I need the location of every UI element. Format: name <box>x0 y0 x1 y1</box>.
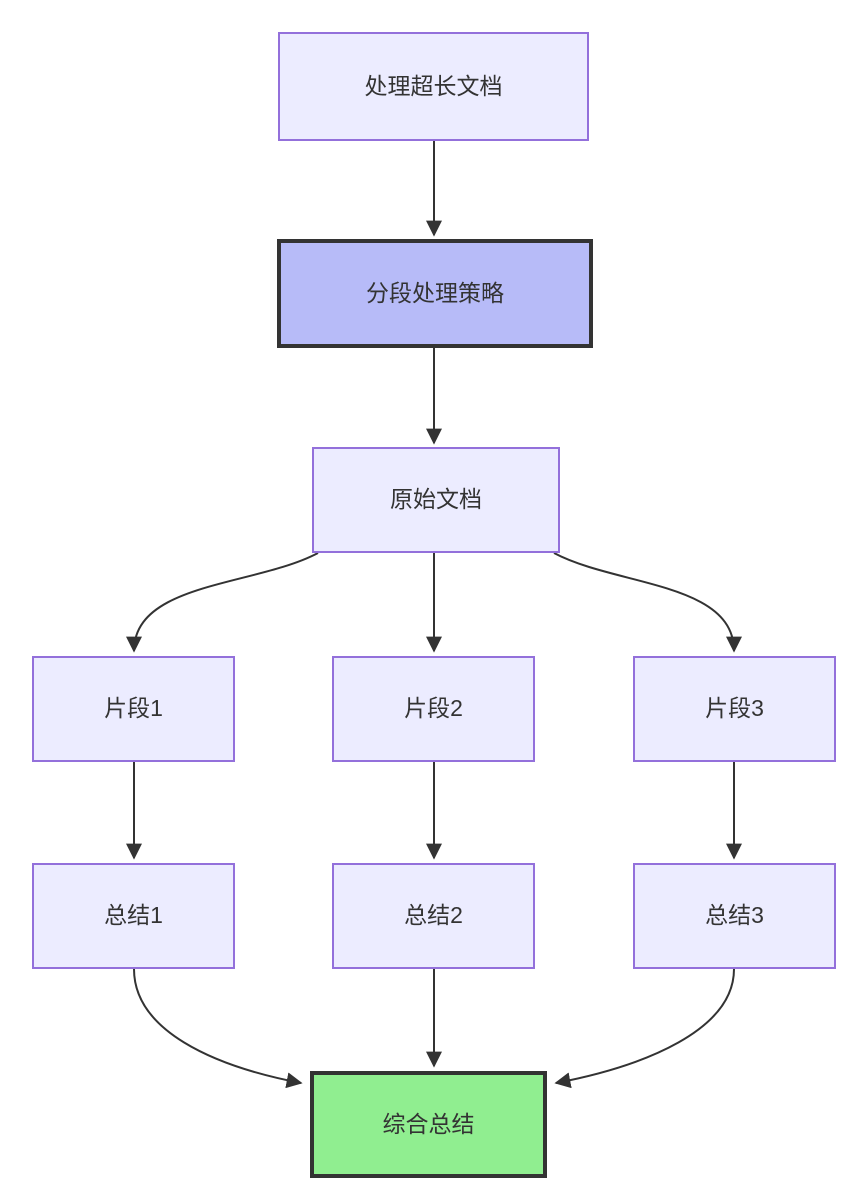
node-final-summary: 综合总结 <box>310 1071 547 1178</box>
node-fragment-1-label: 片段1 <box>104 695 163 722</box>
node-summary-1-label: 总结1 <box>104 902 163 929</box>
node-summary-2: 总结2 <box>332 863 535 969</box>
node-fragment-2: 片段2 <box>332 656 535 762</box>
node-process-long-doc: 处理超长文档 <box>278 32 589 141</box>
node-summary-1: 总结1 <box>32 863 235 969</box>
node-segment-strategy: 分段处理策略 <box>277 239 593 348</box>
node-fragment-3-label: 片段3 <box>705 695 764 722</box>
node-summary-3-label: 总结3 <box>705 902 764 929</box>
edge-summary1-to-final <box>133 968 303 1089</box>
node-fragment-2-label: 片段2 <box>404 695 463 722</box>
edge-original-to-fragment1 <box>126 552 319 653</box>
node-original-doc: 原始文档 <box>312 447 560 553</box>
node-process-long-doc-label: 处理超长文档 <box>364 72 503 99</box>
node-fragment-1: 片段1 <box>32 656 235 762</box>
node-summary-2-label: 总结2 <box>404 902 463 929</box>
edge-summary3-to-final <box>554 968 735 1089</box>
node-final-summary-label: 综合总结 <box>382 1110 475 1137</box>
node-original-doc-label: 原始文档 <box>390 486 482 513</box>
node-fragment-3: 片段3 <box>633 656 836 762</box>
node-summary-3: 总结3 <box>633 863 836 969</box>
edge-original-to-fragment3 <box>553 552 742 653</box>
node-segment-strategy-label: 分段处理策略 <box>366 279 504 306</box>
